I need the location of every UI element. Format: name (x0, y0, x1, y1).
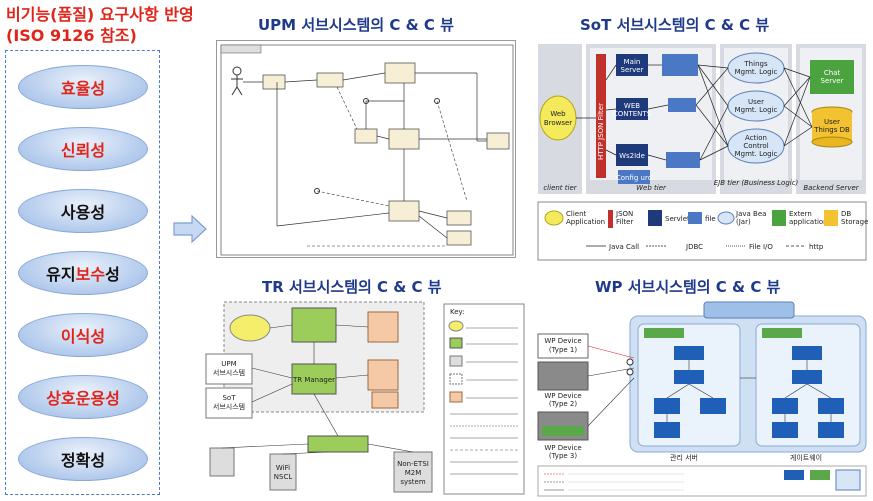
tr-section-title: TR 서브시스템의 C & C 뷰 (262, 278, 442, 296)
tr-non-etsi-2: M2M (405, 469, 422, 477)
wp-mgmt-server: 관리 서버 (670, 453, 698, 462)
sot-things-2: Mgmt. Logic (735, 68, 778, 76)
tr-manager: TR Manager (292, 376, 335, 384)
sot-legend-javacall: Java Call (608, 243, 639, 251)
sot-web-browser-line1: Web (550, 110, 566, 118)
tr-non-etsi-3: system (400, 478, 425, 486)
sot-action-1: Action (745, 134, 767, 142)
sot-db-1: User (824, 118, 840, 126)
sot-tier-ejb: EJB tier (Business Logic) (714, 179, 799, 187)
maintain-part-3: 성 (105, 265, 120, 284)
upm-diagram (216, 40, 516, 258)
sot-web-browser-line2: Browser (544, 119, 572, 127)
sot-config: Config urd (616, 174, 652, 182)
right-arrow-icon (173, 214, 207, 244)
sot-tier-backend: Backend Server (803, 184, 859, 192)
sot-legend-extern-2: application (789, 218, 828, 226)
tr-non-etsi-1: Non-ETSI (397, 460, 429, 468)
sot-legend-client-2: Application (566, 218, 605, 226)
sot-user-1: User (748, 98, 764, 106)
tr-sot-2: 서브시스템 (213, 402, 245, 411)
sot-legend-db-2: Storage (841, 218, 868, 226)
wp-section-title: WP 서브시스템의 C & C 뷰 (595, 278, 781, 296)
sot-chat-2: Server (821, 77, 844, 85)
sot-action-3: Mgmt. Logic (735, 150, 778, 158)
sot-tier-client: client tier (543, 184, 577, 192)
attribute-reliability: 신뢰성 (18, 127, 148, 171)
sot-legend-file: file (705, 215, 716, 223)
sot-action-2: Control (743, 142, 768, 150)
sot-legend-fileio: File I/O (749, 243, 773, 251)
wp-device-1b: (Type 1) (549, 346, 577, 354)
sot-legend-bean: Java Bea (735, 210, 766, 218)
sot-legend-json: JSON (615, 210, 633, 218)
heading-line1: 비기능(품질) 요구사항 반영 (6, 5, 194, 24)
tr-sot-1: SoT (222, 394, 236, 402)
wp-device-1a: WP Device (544, 337, 581, 345)
wp-device-2a: WP Device (544, 392, 581, 400)
sot-main-server-1: Main (624, 58, 641, 66)
sot-things-1: Things (743, 60, 768, 68)
wp-gateway: 게이트웨이 (790, 453, 822, 462)
attribute-interoperability: 상호운용성 (18, 375, 148, 419)
sot-legend-json-2: Filter (616, 218, 633, 226)
sot-web-contents-2: CONTENTS (613, 110, 652, 118)
sot-diagram: Web Browser HTTP JSON Filter Main Server… (536, 40, 870, 262)
maintain-part-1: 유지 (46, 265, 76, 284)
wp-device-3a: WP Device (544, 444, 581, 452)
sot-main-server-2: Server (621, 66, 644, 74)
sot-legend-jdbc: JDBC (685, 243, 703, 251)
attribute-portability: 이식성 (18, 313, 148, 357)
tr-key: Key: (450, 308, 465, 316)
sot-user-2: Mgmt. Logic (735, 106, 778, 114)
sot-legend-servlet: Servlet (665, 215, 690, 223)
sot-legend-db: DB (841, 210, 851, 218)
sot-legend-extern: Extern (789, 210, 812, 218)
sot-filter: HTTP JSON Filter (597, 103, 605, 160)
sot-chat-1: Chat (824, 69, 841, 77)
maintain-part-2: 보수 (75, 265, 106, 284)
tr-upm-2: 서브시스템 (213, 368, 245, 377)
tr-upm-1: UPM (221, 360, 236, 368)
attribute-accuracy: 정확성 (18, 437, 148, 481)
wp-diagram: WP Device (Type 1) WP Device (Type 2) WP… (534, 298, 870, 498)
sot-legend-http: http (809, 243, 824, 251)
wp-device-2b: (Type 2) (549, 400, 577, 408)
sot-web-contents-1: WEB (624, 102, 640, 110)
sot-ws2ide: Ws2Ide (619, 152, 645, 160)
sot-legend-bean-2: (Jar) (736, 218, 751, 226)
upm-section-title: UPM 서브시스템의 C & C 뷰 (258, 16, 454, 34)
sot-legend-client: Client (566, 210, 587, 218)
main-heading: 비기능(품질) 요구사항 반영 (ISO 9126 참조) (6, 4, 246, 46)
attribute-usability: 사용성 (18, 189, 148, 233)
heading-line2: (ISO 9126 참조) (6, 26, 137, 45)
tr-wifi-2: NSCL (274, 473, 293, 481)
sot-db-2: Things DB (813, 126, 850, 134)
attribute-efficiency: 효율성 (18, 65, 148, 109)
tr-diagram: TR Manager UPM 서브시스템 SoT 서브시스템 WiFi NSCL… (198, 298, 528, 498)
sot-tier-web: Web tier (636, 184, 667, 192)
sot-section-title: SoT 서브시스템의 C & C 뷰 (580, 16, 770, 34)
tr-wifi-1: WiFi (276, 464, 290, 472)
wp-device-3b: (Type 3) (549, 452, 577, 460)
